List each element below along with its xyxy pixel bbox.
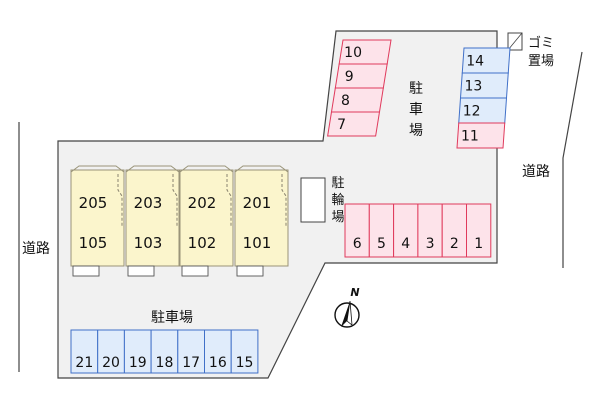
parking-space-number: 15: [236, 355, 254, 371]
building-interior-line: [172, 174, 178, 226]
unit-upper-number: 202: [188, 194, 217, 212]
parking-space: 11: [456, 122, 506, 149]
building-unit: 205 105: [70, 165, 125, 277]
building-interior-line: [281, 174, 287, 226]
building-interior-line: [226, 174, 232, 226]
parking-space-number: 20: [102, 355, 120, 371]
unit-upper-number: 201: [243, 194, 272, 212]
parking-space: 6: [344, 203, 370, 258]
parking-space-outline: [123, 329, 152, 374]
parking-space-number: 7: [337, 117, 346, 133]
road-right-label: 道路: [522, 164, 550, 180]
garbage-area-divider: [507, 32, 523, 51]
building-unit: 201 101: [234, 165, 289, 277]
garbage-label: ゴミ置場: [528, 35, 554, 69]
building-roof-edge: [234, 165, 289, 173]
unit-lower-number: 102: [188, 234, 217, 252]
unit-upper-number: 205: [79, 194, 108, 212]
road-left-label: 道路: [22, 241, 50, 257]
parking-space: 21: [70, 329, 99, 374]
parking-space-outline: [334, 63, 388, 89]
parking-space: 20: [97, 329, 125, 374]
building-body: [125, 169, 180, 267]
north-arrow-needle-light: [346, 300, 353, 326]
parking-space: 5: [368, 203, 395, 258]
building-entrance: [236, 265, 264, 277]
parking-top-label: 駐車場: [409, 81, 423, 139]
parking-space-number: 14: [466, 54, 484, 70]
parking-space: 13: [459, 72, 509, 99]
parking-space-number: 1: [474, 236, 483, 252]
parking-space-outline: [330, 87, 384, 113]
parking-space: 15: [230, 329, 259, 374]
parking-space: 14: [461, 47, 511, 74]
parking-space-number: 9: [345, 69, 354, 85]
parking-space: 3: [417, 203, 443, 258]
parking-space-outline: [230, 329, 259, 374]
parking-space: 8: [330, 87, 384, 113]
parking-space-number: 18: [156, 355, 174, 371]
building-body: [179, 169, 234, 267]
unit-lower-number: 101: [243, 234, 272, 252]
unit-upper-number: 203: [134, 194, 163, 212]
parking-space: 9: [334, 63, 388, 89]
parking-space-number: 19: [129, 355, 147, 371]
building-roof-edge: [70, 165, 125, 173]
parking-space-outline: [441, 203, 468, 258]
parking-space-number: 21: [75, 355, 93, 371]
parking-space-outline: [150, 329, 179, 374]
parking-space: 16: [204, 329, 232, 374]
parking-space-outline: [368, 203, 395, 258]
parking-space: 7: [327, 111, 381, 137]
parking-space-outline: [456, 122, 506, 149]
parking-space: 18: [150, 329, 179, 374]
unit-lower-number: 105: [79, 234, 108, 252]
parking-space-outline: [204, 329, 232, 374]
parking-space-number: 6: [353, 236, 362, 252]
parking-space-number: 12: [463, 104, 481, 120]
parking-space-outline: [466, 203, 492, 258]
building-interior-line: [117, 174, 123, 226]
parking-space-number: 17: [182, 355, 200, 371]
parking-space: 10: [338, 39, 392, 65]
parking-space: 4: [393, 203, 419, 258]
parking-space-number: 4: [401, 236, 410, 252]
unit-lower-number: 103: [134, 234, 163, 252]
parking-space-outline: [327, 111, 381, 137]
parking-space-number: 11: [461, 129, 479, 145]
parking-space-number: 8: [341, 93, 350, 109]
parking-space: 12: [458, 97, 508, 124]
parking-space-number: 2: [450, 236, 459, 252]
parking-space: 2: [441, 203, 468, 258]
parking-space: 1: [466, 203, 492, 258]
parking-space-number: 3: [426, 236, 435, 252]
bike-parking-label: 駐輪場: [331, 176, 344, 225]
parking-space-number: 13: [464, 79, 482, 95]
parking-space-outline: [393, 203, 419, 258]
building-roof-edge: [125, 165, 180, 173]
parking-space-outline: [344, 203, 370, 258]
parking-space-outline: [417, 203, 443, 258]
building-entrance: [181, 265, 209, 277]
building-unit: 202 102: [179, 165, 234, 277]
parking-space: 19: [123, 329, 152, 374]
building-entrance: [127, 265, 155, 277]
parking-space-number: 16: [209, 355, 227, 371]
north-arrow: N: [334, 286, 360, 328]
parking-bottom-label: 駐車場: [151, 309, 193, 326]
bike-parking-area: [300, 177, 326, 223]
building-body: [234, 169, 289, 267]
parking-space-number: 10: [344, 45, 362, 61]
building-entrance: [72, 265, 100, 277]
north-arrow-needle: [341, 301, 350, 327]
parking-space: 17: [177, 329, 206, 374]
north-label: N: [350, 286, 359, 299]
right-road-line: [562, 51, 583, 268]
parking-space-number: 5: [377, 236, 386, 252]
building-roof-edge: [179, 165, 234, 173]
building-unit: 203 103: [125, 165, 180, 277]
